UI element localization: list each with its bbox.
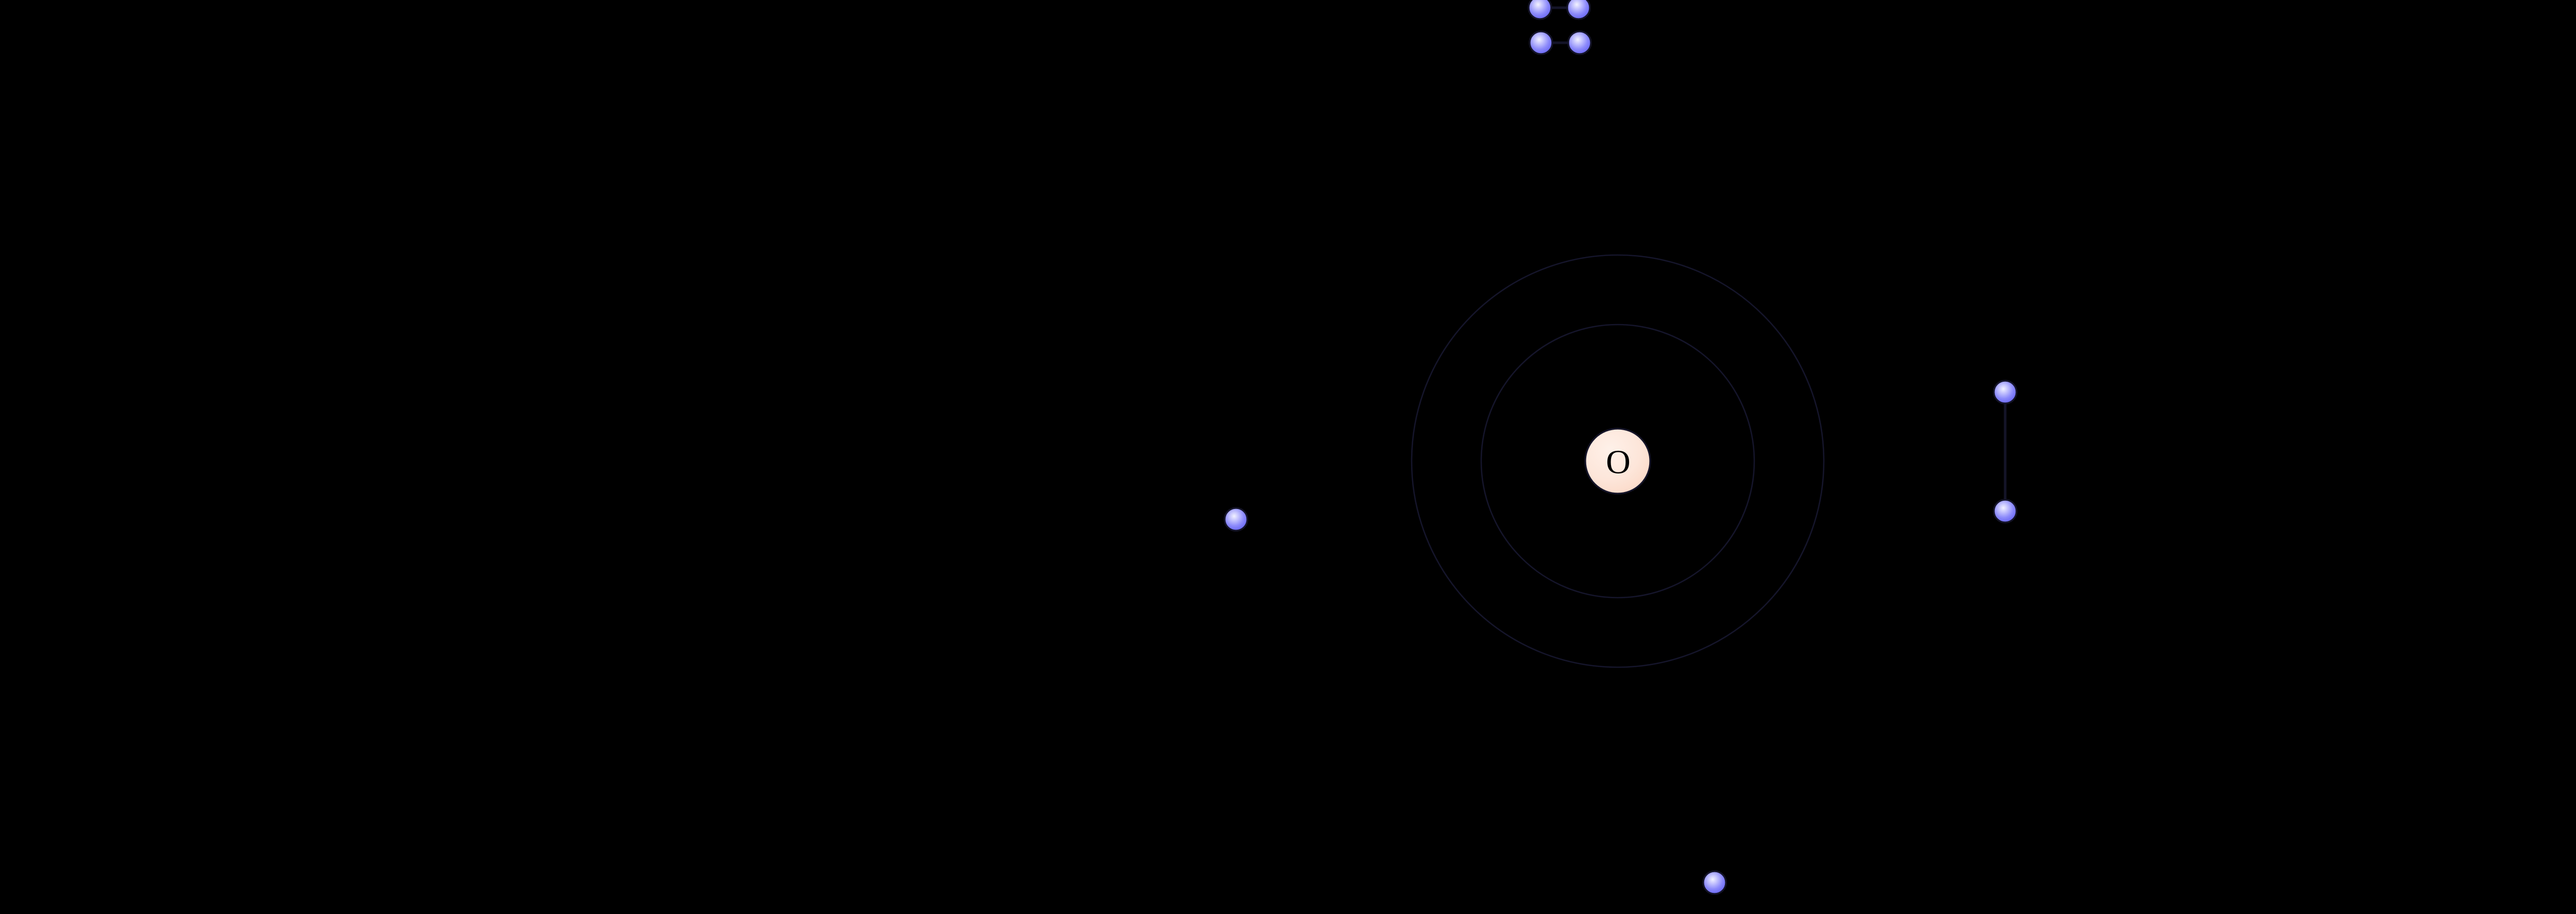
electron-l-3[interactable]: [1993, 380, 2018, 404]
electron-k-1[interactable]: [1529, 30, 1553, 55]
electron-links-group: [1550, 6, 2007, 501]
orbit-rings-group: [1411, 254, 1825, 668]
nucleus[interactable]: [1584, 428, 1651, 495]
electrons-group: [1224, 0, 2018, 895]
nucleus-group: O: [1584, 428, 1651, 495]
electron-k-2[interactable]: [1567, 30, 1592, 55]
electron-l-1[interactable]: [1528, 0, 1552, 20]
electron-l-4[interactable]: [1993, 499, 2018, 523]
electron-l-6[interactable]: [1702, 870, 1727, 895]
element-symbol-label: O: [1606, 444, 1631, 481]
electron-l-2[interactable]: [1566, 0, 1591, 20]
electron-l-5[interactable]: [1224, 507, 1248, 532]
orbit-ring-l[interactable]: [1411, 254, 1825, 668]
orbit-ring-k[interactable]: [1480, 324, 1755, 599]
